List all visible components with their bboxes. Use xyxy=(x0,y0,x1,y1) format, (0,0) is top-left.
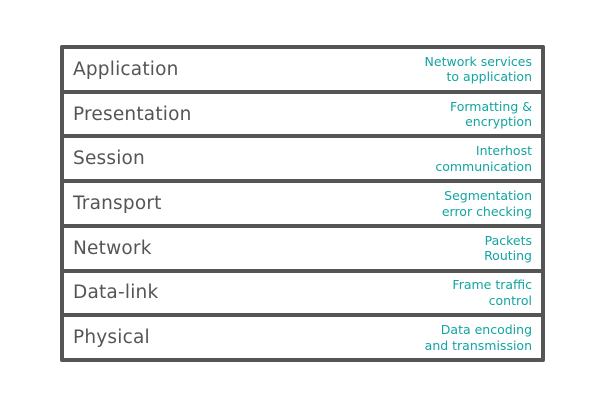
description-line: control xyxy=(488,292,532,308)
layer-network: Network Packets Routing xyxy=(64,227,541,269)
layer-name: Physical xyxy=(73,327,150,349)
layer-application: Application Network services to applicat… xyxy=(64,49,541,90)
description-line: error checking xyxy=(441,203,532,219)
layer-physical: Physical Data encoding and transmission xyxy=(64,317,541,359)
description-line: and transmission xyxy=(424,337,532,353)
layer-name: Presentation xyxy=(73,103,192,125)
osi-layer-stack: Application Network services to applicat… xyxy=(60,45,545,362)
layer-name: Network xyxy=(73,237,152,259)
description-line: Formatting & xyxy=(449,98,532,114)
description-line: to application xyxy=(446,69,532,85)
layer-data-link: Data-link Frame traffic control xyxy=(64,272,541,314)
description-line: Network services xyxy=(424,53,532,69)
description-line: Segmentation xyxy=(444,188,532,204)
layer-description: Packets Routing xyxy=(484,233,532,264)
description-line: encryption xyxy=(465,114,532,130)
layer-description: Interhost communication xyxy=(435,143,532,174)
description-line: Interhost xyxy=(475,143,532,159)
layer-transport: Transport Segmentation error checking xyxy=(64,183,541,224)
layer-session: Session Interhost communication xyxy=(64,138,541,180)
layer-name: Transport xyxy=(73,193,162,215)
description-line: communication xyxy=(435,158,532,174)
layer-name: Session xyxy=(73,148,145,170)
description-line: Packets xyxy=(484,232,532,248)
layer-description: Frame traffic control xyxy=(452,277,532,308)
description-line: Frame traffic xyxy=(452,277,532,293)
layer-description: Formatting & encryption xyxy=(450,99,532,130)
layer-description: Network services to application xyxy=(425,54,532,85)
layer-description: Data encoding and transmission xyxy=(425,322,532,353)
layer-name: Data-link xyxy=(73,282,159,304)
description-line: Data encoding xyxy=(440,322,532,338)
layer-presentation: Presentation Formatting & encryption xyxy=(64,93,541,135)
layer-name: Application xyxy=(73,58,179,80)
description-line: Routing xyxy=(484,248,532,264)
layer-description: Segmentation error checking xyxy=(442,188,532,219)
